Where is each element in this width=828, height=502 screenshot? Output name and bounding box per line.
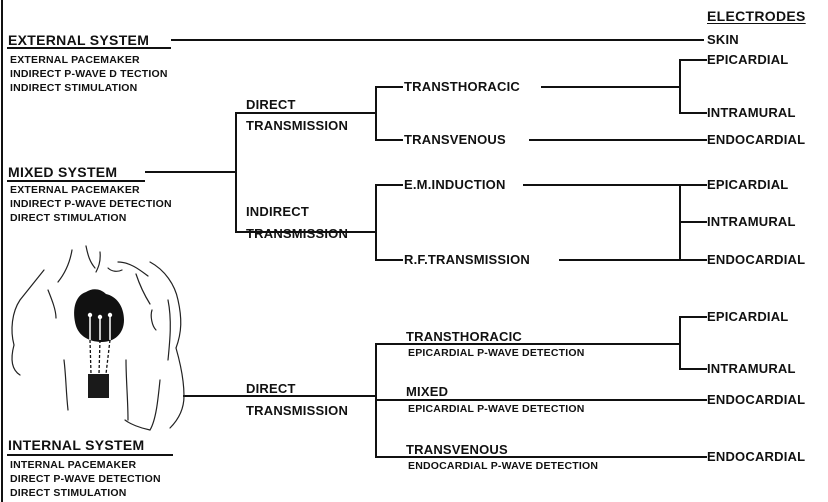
mixed-line-3: DIRECT STIMULATION	[10, 213, 127, 224]
internal-direct-label-2: TRANSMISSION	[246, 404, 348, 417]
mixed-em-induction: E.M.INDUCTION	[404, 178, 506, 191]
mixed-direct-label-1: DIRECT	[246, 98, 296, 111]
electrode-epicardial-3: EPICARDIAL	[707, 310, 788, 323]
mixed-rf-transmission: R.F.TRANSMISSION	[404, 253, 530, 266]
internal-system-title: INTERNAL SYSTEM	[8, 438, 144, 452]
electrodes-header: ELECTRODES	[707, 9, 806, 23]
electrode-epicardial-1: EPICARDIAL	[707, 53, 788, 66]
mixed-line-1: EXTERNAL PACEMAKER	[10, 185, 140, 196]
heart-and-pacemaker-icon	[74, 289, 124, 398]
electrode-epicardial-2: EPICARDIAL	[707, 178, 788, 191]
mixed-system-title: MIXED SYSTEM	[8, 165, 117, 179]
internal-mixed-sub: EPICARDIAL P-WAVE DETECTION	[408, 404, 585, 415]
internal-direct-label-1: DIRECT	[246, 382, 296, 395]
electrode-endocardial-2: ENDOCARDIAL	[707, 253, 805, 266]
external-line-2: INDIRECT P-WAVE D TECTION	[10, 69, 168, 80]
electrode-endocardial-1: ENDOCARDIAL	[707, 133, 805, 146]
mixed-indirect-label-2: TRANSMISSION	[246, 227, 348, 240]
electrode-endocardial-4: ENDOCARDIAL	[707, 450, 805, 463]
external-line-3: INDIRECT STIMULATION	[10, 83, 137, 94]
internal-transthoracic: TRANSTHORACIC	[406, 330, 522, 343]
internal-line-3: DIRECT STIMULATION	[10, 488, 127, 499]
electrode-endocardial-3: ENDOCARDIAL	[707, 393, 805, 406]
internal-transthoracic-sub: EPICARDIAL P-WAVE DETECTION	[408, 348, 585, 359]
mixed-transvenous: TRANSVENOUS	[404, 133, 506, 146]
electrode-intramural-1: INTRAMURAL	[707, 106, 796, 119]
internal-line-2: DIRECT P-WAVE DETECTION	[10, 474, 161, 485]
mixed-transthoracic: TRANSTHORACIC	[404, 80, 520, 93]
internal-transvenous-sub: ENDOCARDIAL P-WAVE DETECTION	[408, 461, 598, 472]
electrode-intramural-3: INTRAMURAL	[707, 362, 796, 375]
external-line-1: EXTERNAL PACEMAKER	[10, 55, 140, 66]
mixed-direct-label-2: TRANSMISSION	[246, 119, 348, 132]
electrode-skin: SKIN	[707, 33, 739, 46]
mixed-indirect-label-1: INDIRECT	[246, 205, 309, 218]
mixed-line-2: INDIRECT P-WAVE DETECTION	[10, 199, 172, 210]
electrode-intramural-2: INTRAMURAL	[707, 215, 796, 228]
internal-line-1: INTERNAL PACEMAKER	[10, 460, 136, 471]
external-system-title: EXTERNAL SYSTEM	[8, 33, 149, 47]
internal-mixed: MIXED	[406, 385, 448, 398]
internal-transvenous: TRANSVENOUS	[406, 443, 508, 456]
